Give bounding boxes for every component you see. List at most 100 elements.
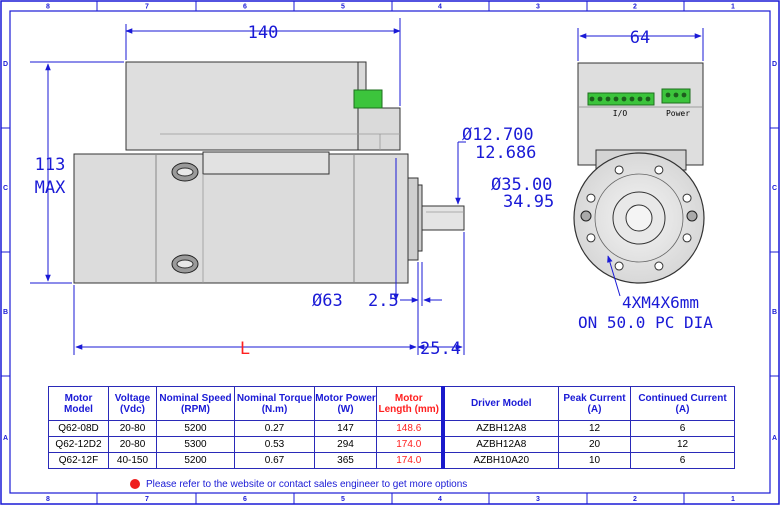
bracket-screw-bottom [171,254,199,274]
dim-length-l: L [240,339,250,359]
spec-cell: 148.6 [376,420,445,437]
pilot [417,184,423,252]
bolt-hole [586,193,596,203]
spec-cell: AZBH12A8 [442,420,559,437]
spec-cell: 294 [314,436,377,453]
spec-cell: 0.27 [234,420,315,437]
driver-connector-green [353,89,383,109]
spec-header-cell: Driver Model [442,386,559,421]
io-connector-pins [589,96,651,102]
border-col-label-1-top: 1 [731,4,735,11]
border-col-label-8-top: 8 [46,4,50,11]
border-col-label-2-top: 2 [633,4,637,11]
border-col-label-7-top: 7 [145,4,149,11]
border-row-label-C-right: C [772,185,777,192]
border-col-label-3-top: 3 [536,4,540,11]
options-note: Please refer to the website or contact s… [130,478,467,490]
border-row-label-A-left: A [3,435,8,442]
spec-cell: 6 [630,452,735,469]
spec-cell: 20 [558,436,631,453]
front-flange [407,177,419,261]
border-row-label-C-left: C [3,185,8,192]
bolt-hole [682,193,692,203]
spec-header-cell: Nominal Speed (RPM) [156,386,235,421]
border-col-label-8-bottom: 8 [46,496,50,503]
spec-cell: 0.67 [234,452,315,469]
io-pin [589,96,595,102]
io-pin [645,96,651,102]
spec-cell: 12 [558,420,631,437]
border-col-label-5-top: 5 [341,4,345,11]
mount-hole [686,210,698,222]
front-driver-box [577,62,704,166]
io-label: I/O [613,109,628,118]
border-col-label-3-bottom: 3 [536,496,540,503]
bolt-hole [654,165,664,175]
dim-hole-spec: 4XM4X6mm [622,293,699,312]
border-col-label-4-top: 4 [438,4,442,11]
spec-cell: Q62-08D [48,420,109,437]
spec-header-cell: Motor Model [48,386,109,421]
io-pin [637,96,643,102]
border-row-label-B-left: B [3,309,8,316]
dim-shaft-dia-2: 12.686 [475,143,536,163]
spec-cell: 40-150 [108,452,157,469]
dim-max: MAX [35,178,66,198]
dim-64: 64 [630,28,650,48]
spec-cell: 5200 [156,420,235,437]
dim-pilot-length: 2.5 [368,291,399,311]
spec-cell: 365 [314,452,377,469]
spec-header-cell: Peak Current (A) [558,386,631,421]
border-row-label-D-right: D [772,61,777,68]
driver-step [357,61,401,151]
red-dot-icon [130,479,140,489]
bolt-hole [614,261,624,271]
border-col-label-1-bottom: 1 [731,496,735,503]
bolt-hole [614,165,624,175]
spec-cell: 0.53 [234,436,315,453]
border-col-label-7-bottom: 7 [145,496,149,503]
mounting-bracket [202,151,330,175]
spec-cell: Q62-12D2 [48,436,109,453]
front-shaft-circle [625,204,653,232]
spec-cell: 174.0 [376,452,445,469]
spec-cell: 12 [630,436,735,453]
border-row-label-D-left: D [3,61,8,68]
dim-hole-pcd: ON 50.0 PC DIA [578,313,713,332]
mount-holes [580,210,698,222]
io-pin [613,96,619,102]
spec-header-cell: Motor Power (W) [314,386,377,421]
bracket-screw-top [171,162,199,182]
dim-113: 113 [35,155,66,175]
border-row-label-A-right: A [772,435,777,442]
border-col-label-6-top: 6 [243,4,247,11]
spec-cell: 20-80 [108,436,157,453]
driver-housing [125,61,359,151]
spec-cell: Q62-12F [48,452,109,469]
bolt-holes [586,165,692,271]
io-connector [587,92,655,106]
dim-pilot-dia-2: 34.95 [503,192,554,212]
border-col-label-5-bottom: 5 [341,496,345,503]
border-col-label-2-bottom: 2 [633,496,637,503]
dim-shaft-dia-1: Ø12.700 [462,125,534,145]
spec-cell: 5200 [156,452,235,469]
spec-cell: 6 [630,420,735,437]
power-pin [681,92,687,98]
power-pin [673,92,679,98]
bolt-hole [682,233,692,243]
border-row-label-B-right: B [772,309,777,316]
power-label: Power [666,109,690,118]
border-col-label-4-bottom: 4 [438,496,442,503]
bolt-hole [586,233,596,243]
io-pin [605,96,611,102]
dim-pilot-dia-1: Ø35.00 [491,175,552,195]
bolt-hole [654,261,664,271]
